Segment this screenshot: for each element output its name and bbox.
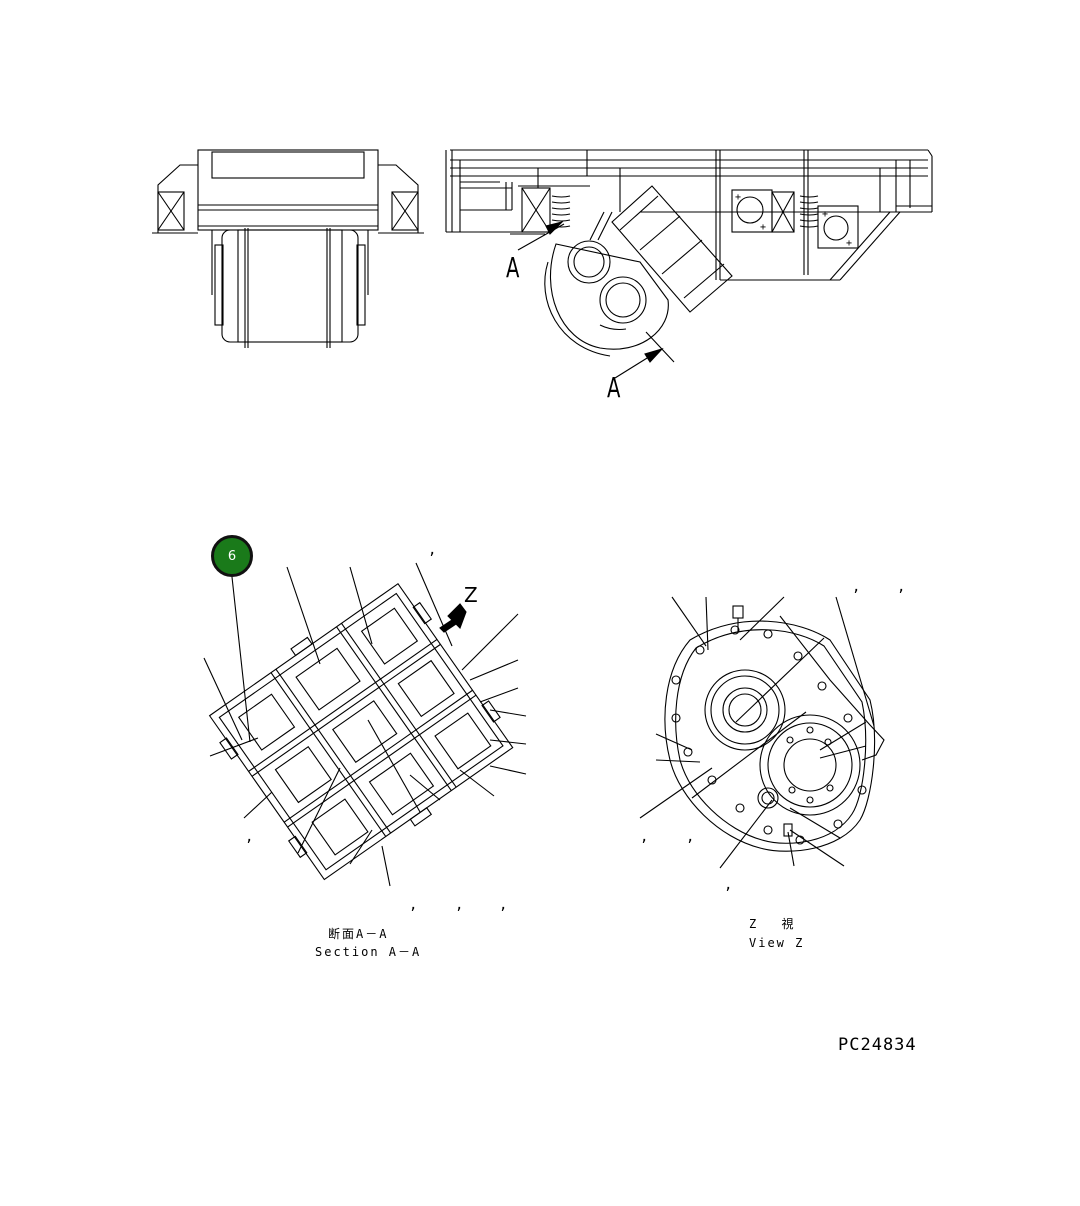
- comma-mark: ,: [852, 579, 861, 595]
- comma-mark: ,: [455, 897, 464, 913]
- comma-mark: ,: [897, 579, 906, 595]
- comma-mark: ,: [640, 829, 649, 845]
- comma-mark: ,: [428, 542, 437, 558]
- comma-mark: ,: [724, 877, 733, 893]
- drawing-number: PC24834: [838, 1035, 917, 1055]
- view-z-drawing: [639, 596, 885, 869]
- comma-mark: ,: [499, 897, 508, 913]
- svg-text:+: +: [735, 192, 741, 203]
- bolt-holes: [671, 625, 867, 845]
- svg-text:+: +: [760, 222, 766, 233]
- comma-mark: ,: [245, 829, 254, 845]
- section-a-a-drawing: [203, 562, 527, 887]
- comma-mark: ,: [409, 897, 418, 913]
- front-view: [152, 149, 424, 348]
- comma-mark: ,: [686, 829, 695, 845]
- view-z-marker: Z: [464, 583, 478, 607]
- view-caption-en: View Z: [749, 936, 805, 950]
- callout-badge-6[interactable]: 6: [211, 535, 253, 577]
- section-caption-jp: 断面A－A: [328, 927, 389, 941]
- svg-text:+: +: [846, 238, 852, 249]
- section-marker-upper: A: [506, 251, 520, 284]
- section-caption-en: Section A－A: [315, 945, 422, 959]
- section-marker-lower: A: [607, 371, 621, 404]
- callout-number: 6: [227, 548, 237, 564]
- svg-text:+: +: [822, 209, 828, 220]
- view-caption-jp: Z 視: [749, 917, 796, 931]
- side-view: + + + +: [445, 149, 933, 379]
